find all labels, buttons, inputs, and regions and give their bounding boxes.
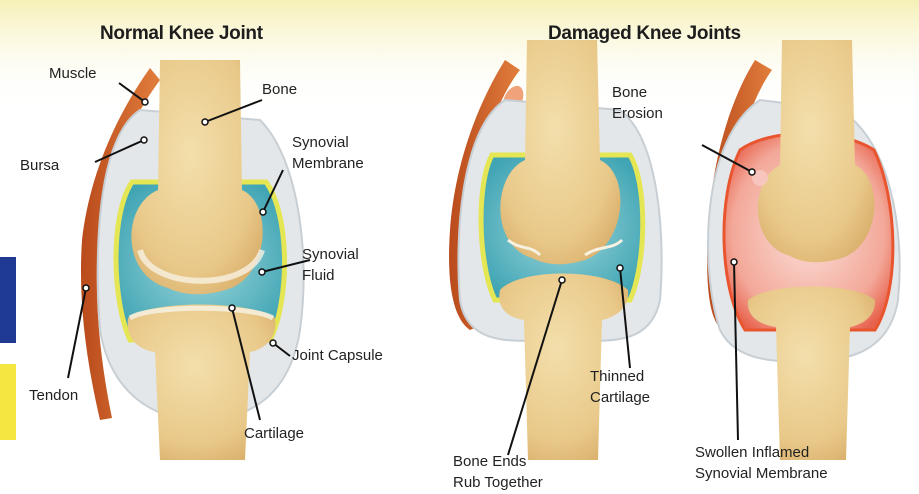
- label-swollen-membrane-line2: Synovial Membrane: [695, 463, 828, 484]
- label-synovial-fluid: Synovial Fluid: [302, 244, 359, 286]
- label-bone-erosion-line2: Erosion: [612, 103, 663, 124]
- label-swollen-membrane: Swollen Inflamed Synovial Membrane: [695, 442, 828, 484]
- label-cartilage: Cartilage: [244, 423, 304, 444]
- label-synovial-membrane: Synovial Membrane: [292, 132, 364, 174]
- label-synovial-fluid-line2: Fluid: [302, 265, 359, 286]
- label-synovial-membrane-line2: Membrane: [292, 153, 364, 174]
- label-bone-ends-rub-line1: Bone Ends: [453, 451, 543, 472]
- normal-knee-title: Normal Knee Joint: [100, 23, 263, 45]
- label-joint-capsule: Joint Capsule: [292, 345, 383, 366]
- damaged-knee-title: Damaged Knee Joints: [548, 23, 741, 45]
- label-bone-ends-rub-line2: Rub Together: [453, 472, 543, 493]
- label-swollen-membrane-line1: Swollen Inflamed: [695, 442, 828, 463]
- normal-knee-illustration: [81, 60, 304, 460]
- label-thinned-cartilage: Thinned Cartilage: [590, 366, 650, 408]
- label-bursa: Bursa: [20, 155, 59, 176]
- label-tendon: Tendon: [29, 385, 78, 406]
- label-synovial-membrane-line1: Synovial: [292, 132, 364, 153]
- label-muscle: Muscle: [49, 63, 97, 84]
- label-thinned-cartilage-line1: Thinned: [590, 366, 650, 387]
- label-bone-erosion: Bone Erosion: [612, 82, 663, 124]
- label-bone-erosion-line1: Bone: [612, 82, 663, 103]
- label-thinned-cartilage-line2: Cartilage: [590, 387, 650, 408]
- label-bone-ends-rub: Bone Ends Rub Together: [453, 451, 543, 493]
- label-bone: Bone: [262, 79, 297, 100]
- label-synovial-fluid-line1: Synovial: [302, 244, 359, 265]
